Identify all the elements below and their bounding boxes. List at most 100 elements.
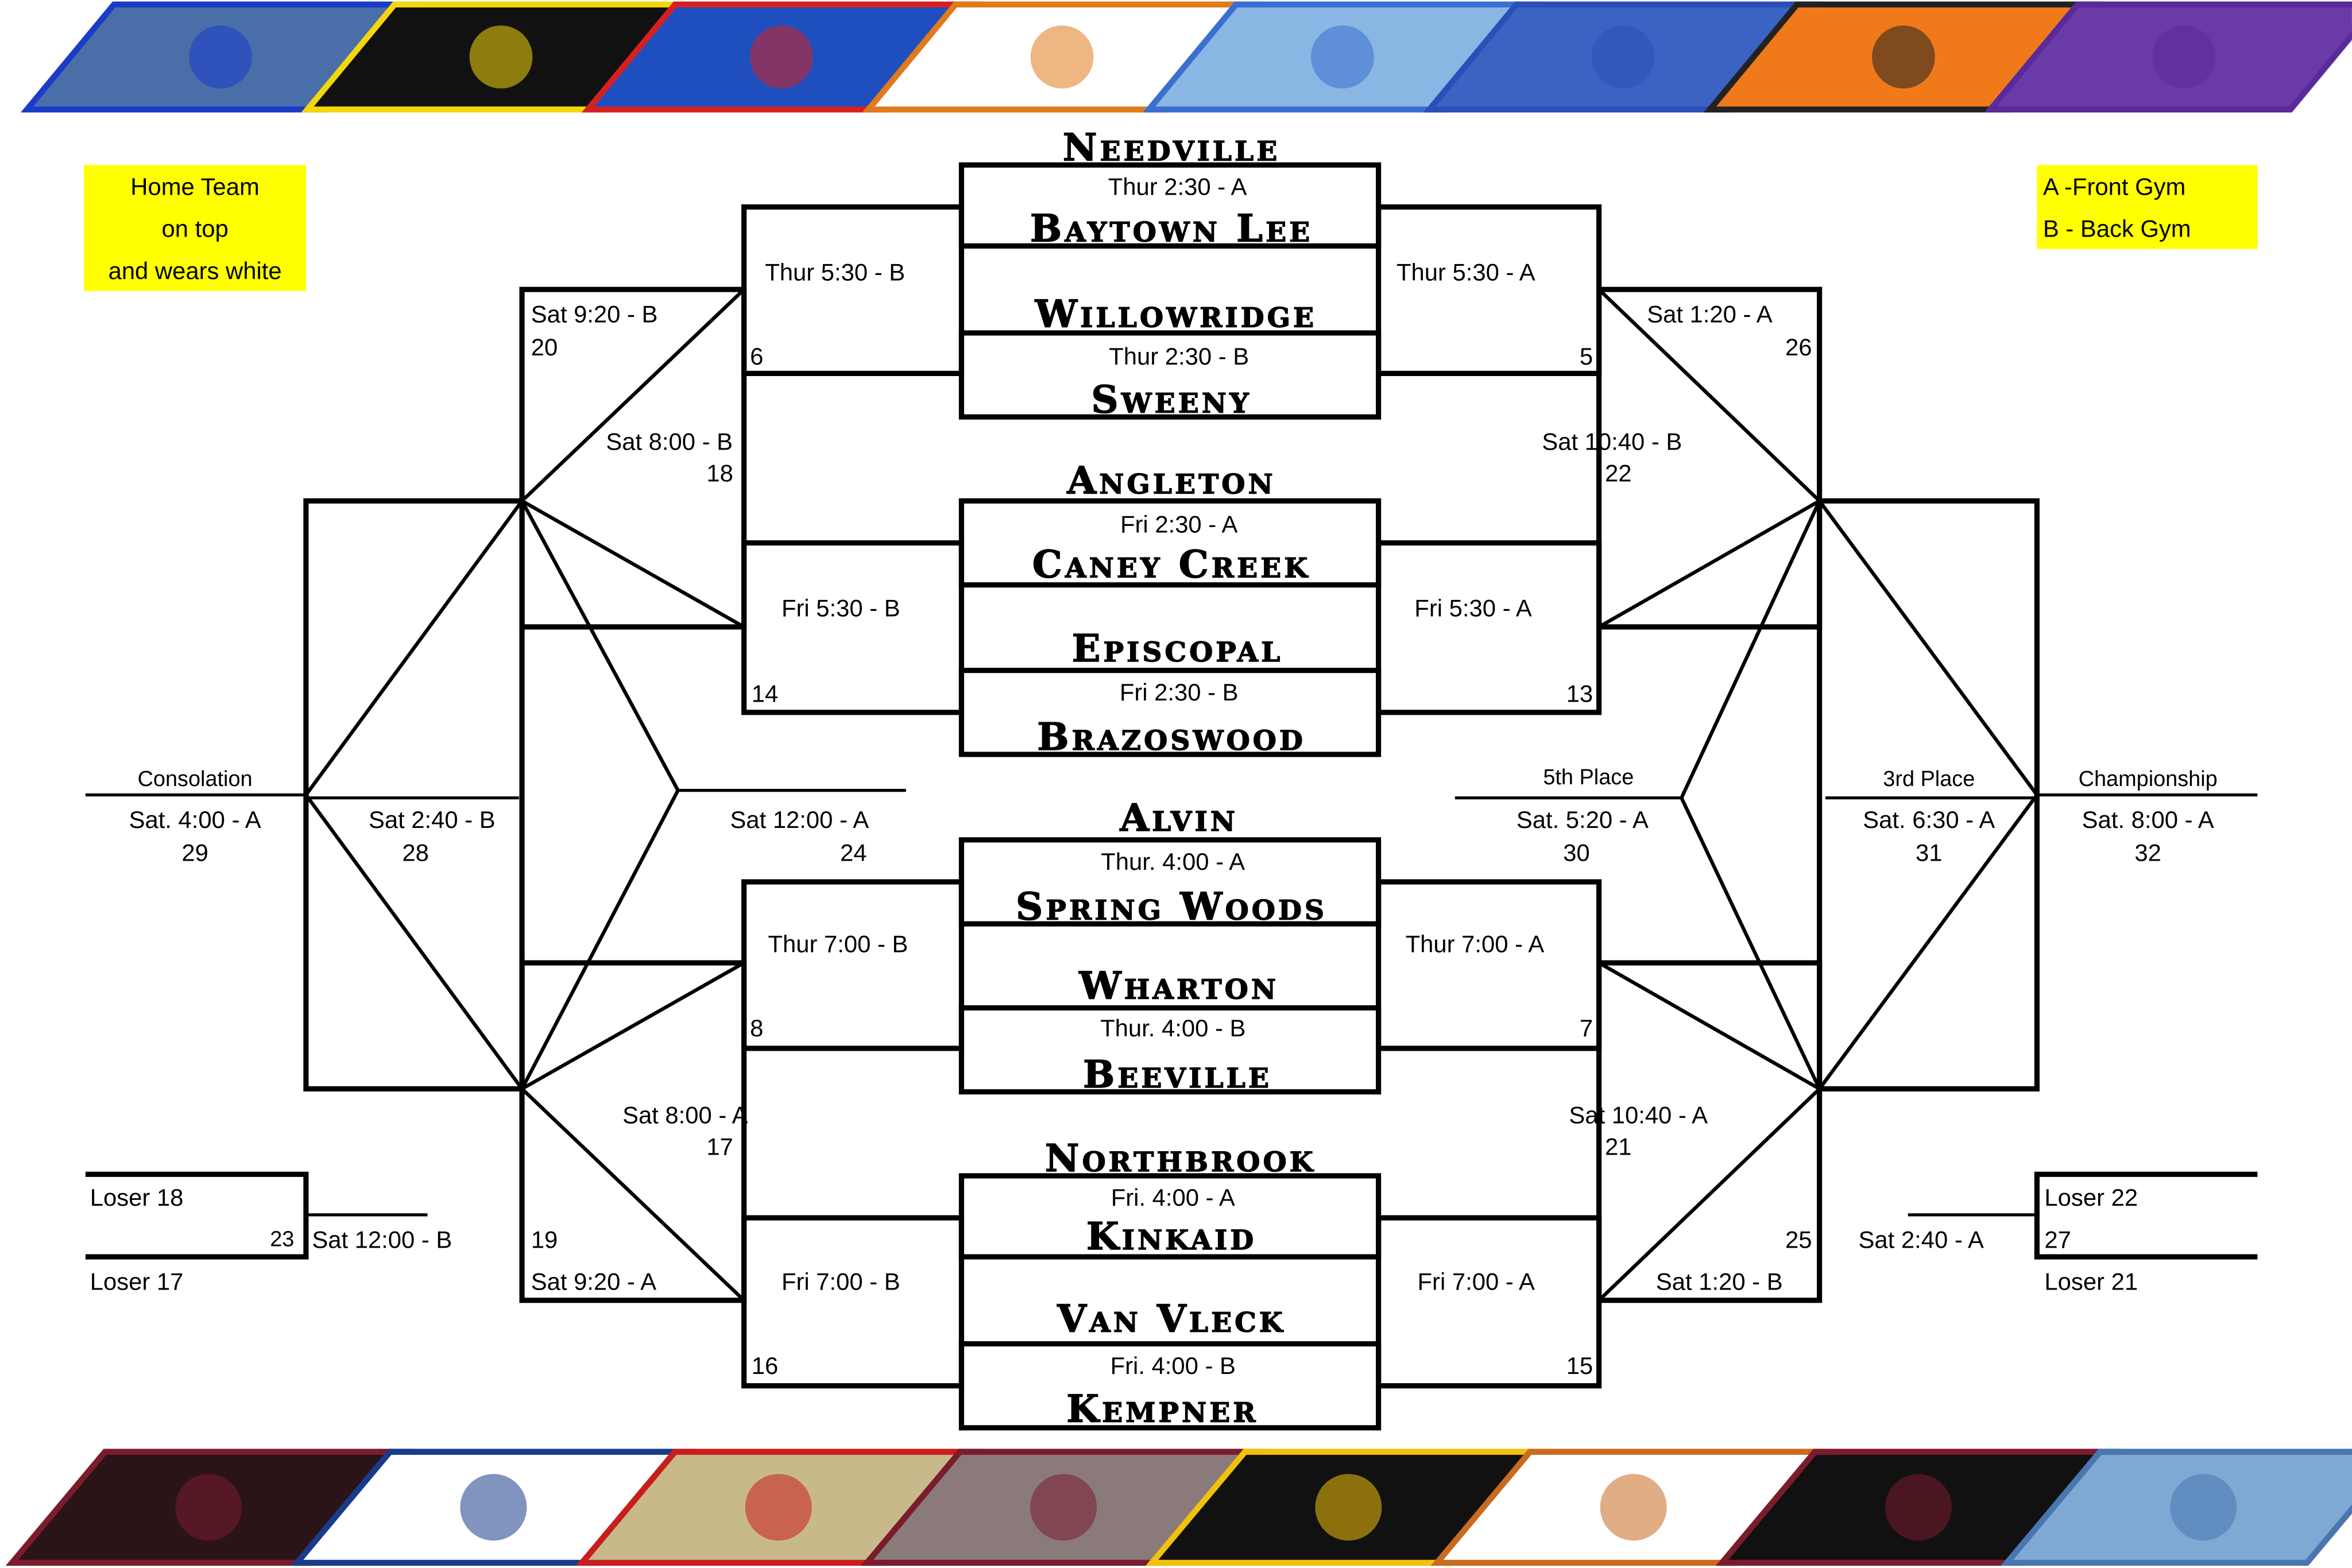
consolation-label: Consolation	[137, 768, 253, 792]
left-r2-bracket-top	[519, 287, 747, 630]
game-time-4: Fri 2:30 - B	[1119, 680, 1239, 707]
game-label: Thur 5:30 - B	[765, 261, 906, 287]
game-number: 8	[750, 1017, 764, 1043]
game-number: 27	[2044, 1228, 2071, 1254]
loser-17-label: Loser 17	[90, 1270, 184, 1296]
game-number: 26	[1785, 336, 1812, 362]
home-team-legend	[84, 165, 306, 291]
championship-number: 32	[2134, 841, 2161, 867]
game-time-5: Thur. 4:00 - A	[1101, 850, 1245, 876]
team-episcopal: Episcopal	[1071, 626, 1283, 671]
mustang-logo-emblem	[175, 1474, 242, 1541]
legend-line-1: Home Team	[130, 175, 260, 202]
game-number: 21	[1605, 1135, 1632, 1161]
gym-legend-a: A -Front Gym	[2042, 175, 2186, 202]
team-needville: Needville	[1062, 126, 1281, 170]
game-number: 15	[1566, 1354, 1593, 1380]
game-number: 6	[750, 344, 764, 371]
game-label: Thur 7:00 - A	[1405, 932, 1545, 959]
third-place-time: Sat. 6:30 - A	[1863, 808, 1995, 834]
team-wharton: Wharton	[1078, 964, 1279, 1008]
game-number: 23	[270, 1228, 295, 1253]
legend-line-2: on top	[161, 217, 229, 243]
wildcat-logo-emblem	[750, 25, 813, 89]
game-time-7: Fri. 4:00 - A	[1111, 1186, 1235, 1212]
gym-legend	[2037, 165, 2258, 249]
legend-line-3: and wears white	[108, 259, 282, 285]
bottom-logo-strip	[5, 1449, 2352, 1566]
left-r2-bracket-bottom	[519, 960, 747, 1303]
right-r2-bracket-top	[1596, 287, 1823, 630]
championship-time: Sat. 8:00 - A	[2082, 808, 2214, 834]
third-place-label: 3rd Place	[1883, 768, 1975, 792]
eagle-logo-emblem	[1591, 25, 1655, 89]
loser-18-label: Loser 18	[90, 1186, 184, 1212]
team-sweeny: Sweeny	[1091, 378, 1252, 422]
game-number: 5	[1579, 344, 1593, 371]
game-number: 7	[1579, 1017, 1593, 1043]
team-van-vleck: Van Vleck	[1057, 1297, 1286, 1341]
indian-logo-emblem	[1600, 1474, 1667, 1541]
tiger-logo-emblem	[469, 25, 533, 89]
game-label: Sat 9:20 - A	[531, 1270, 657, 1296]
top-logo-strip	[20, 1, 2352, 113]
angleton-logo-emblem	[1030, 25, 1094, 89]
team-alvin: Alvin	[1120, 796, 1239, 840]
right-r2-bracket-bottom	[1596, 960, 1823, 1303]
game-label: Sat 1:20 - A	[1647, 303, 1773, 329]
game-time-1: Thur 2:30 - A	[1108, 175, 1247, 202]
game-number: 18	[706, 462, 733, 487]
cougar-logo-emblem	[1885, 1474, 1952, 1541]
game-label: Fri 5:30 - A	[1414, 597, 1532, 623]
right-r3-bracket	[1817, 498, 2040, 1092]
game-label: Fri 7:00 - B	[781, 1270, 900, 1296]
team-caney-creek: Caney Creek	[1032, 543, 1311, 587]
game-label: Thur 5:30 - A	[1396, 261, 1535, 287]
loser-22-label: Loser 22	[2044, 1186, 2138, 1212]
left-r1-bracket-3	[741, 879, 964, 1051]
game-label: Sat 10:40 - B	[1542, 430, 1682, 456]
game-number: 20	[531, 336, 558, 362]
team-angleton: Angleton	[1067, 459, 1276, 503]
team-northbrook: Northbrook	[1045, 1137, 1316, 1180]
game-label: Sat 8:00 - B	[606, 430, 733, 456]
game-number: 28	[402, 841, 429, 867]
game-label: Sat 10:40 - A	[1569, 1104, 1708, 1129]
game-label: Sat 8:00 - A	[622, 1104, 748, 1129]
game-time-3: Fri 2:30 - A	[1120, 513, 1238, 539]
game-number: 25	[1785, 1228, 1812, 1254]
jaguar-logo-emblem	[1872, 25, 1935, 89]
knight-logo-emblem	[460, 1474, 527, 1541]
game-number: 13	[1566, 682, 1593, 708]
fifth-place-time: Sat. 5:20 - A	[1516, 808, 1649, 834]
bulldog-logo-emblem	[2170, 1474, 2237, 1541]
game-time-8: Fri. 4:00 - B	[1110, 1354, 1236, 1380]
loser-21-label: Loser 21	[2044, 1270, 2138, 1296]
team-willowridge: Willowridge	[1035, 292, 1317, 336]
game-number: 24	[840, 841, 867, 867]
falcon-logo-emblem	[1030, 1474, 1097, 1541]
purple-k-logo-emblem	[2152, 25, 2216, 89]
bluejay-logo-emblem	[189, 25, 252, 89]
team-baytown-lee: Baytown Lee	[1030, 207, 1313, 251]
kinkaid-k-logo-emblem	[1315, 1474, 1382, 1541]
fifth-place-number: 30	[1563, 841, 1590, 867]
game-label: Sat 12:00 - A	[730, 808, 869, 834]
game-time-6: Thur. 4:00 - B	[1100, 1017, 1246, 1043]
team-kinkaid: Kinkaid	[1086, 1214, 1257, 1259]
left-r3-bracket	[303, 498, 525, 1092]
game-number: 19	[531, 1228, 558, 1254]
game-label: Sat 2:40 - A	[1858, 1228, 1984, 1254]
gym-legend-b: B - Back Gym	[2042, 217, 2191, 243]
game-label: Sat 1:20 - B	[1655, 1270, 1783, 1296]
fifth-place-label: 5th Place	[1543, 766, 1634, 791]
left-r1-bracket-1	[741, 204, 964, 377]
consolation-time: Sat. 4:00 - A	[129, 808, 261, 834]
team-beeville: Beeville	[1082, 1052, 1272, 1097]
pirate-logo-emblem	[1311, 25, 1374, 89]
game-number: 14	[751, 682, 779, 708]
caney-creek-logo-emblem	[745, 1474, 812, 1541]
game-time-2: Thur 2:30 - B	[1109, 344, 1250, 371]
championship-label: Championship	[2078, 768, 2218, 792]
